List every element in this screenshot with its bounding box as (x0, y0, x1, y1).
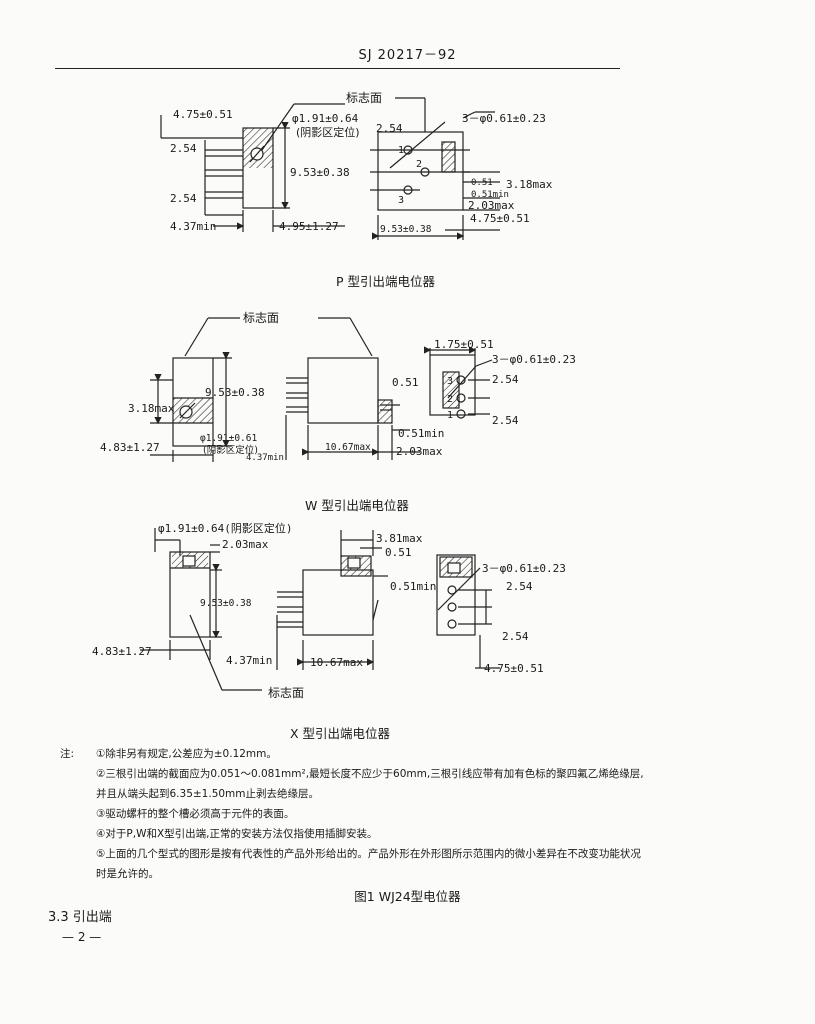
w-dim-8: 0.51 (392, 376, 419, 389)
p-dim-9: 3－φ0.61±0.23 (462, 112, 546, 125)
x-dim-4: 3.81max (376, 532, 423, 545)
x-dim-11: 2.54 (506, 580, 533, 593)
p-front-body (377, 131, 464, 211)
p-dim-8: 标志面 (346, 91, 382, 105)
p-pin-0: 1 (398, 145, 404, 156)
p-dim-14: 2.03max (468, 199, 515, 212)
p-dim-12: 3.18max (506, 178, 553, 191)
p-dim-5: 2.54 (170, 192, 197, 205)
note-item: ④对于P,W和X型引出端,正常的安装方法仅指使用插脚安装。 (96, 828, 378, 840)
x-dim-13: 4.75±0.51 (484, 662, 544, 675)
w-dim-10: 2.03max (396, 445, 443, 458)
x-end-body (436, 554, 476, 636)
note-item: ⑤上面的几个型式的图形是按有代表性的产品外形给出的。产品外形在外形图所示范围内的… (96, 848, 641, 880)
note-item: ②三根引出端的截面应为0.051～0.081mm²,最短长度不应少于60mm,三… (96, 768, 644, 800)
w-type-labels: 标志面 9.53±0.38 3.18max φ1.91±0.61 (阴影区定位)… (100, 311, 576, 463)
x-dim-7: 4.37min (226, 654, 272, 667)
w-dim-7: 10.67max (325, 442, 371, 453)
x-dim-0: φ1.91±0.64(阴影区定位) (158, 521, 292, 535)
p-dim-7: 4.95±1.27 (279, 220, 339, 233)
x-type-drawing (140, 528, 500, 691)
p-pin-2: 3 (398, 195, 404, 206)
w-dim-9: 0.51min (398, 427, 444, 440)
w-front-body (307, 357, 379, 424)
p-dim-11: 0.51 (471, 178, 493, 188)
w-dim-11: 1.75±0.51 (434, 338, 494, 351)
p-dim-6: 4.37min (170, 220, 216, 233)
w-dim-3: φ1.91±0.61 (200, 433, 257, 444)
x-dim-9: 标志面 (268, 686, 304, 700)
w-dim-12: 3－φ0.61±0.23 (492, 353, 576, 366)
w-dim-5: 4.83±1.27 (100, 441, 160, 454)
x-dim-12: 2.54 (502, 630, 529, 643)
note-item: ③驱动螺杆的整个槽必须高于元件的表面。 (96, 808, 295, 820)
x-dim-3: 4.83±1.27 (92, 645, 152, 658)
p-type-labels: 4.75±0.51 φ1.91±0.64 (阴影区定位) 2.54 9.53±0… (170, 91, 553, 235)
p-dim-16: 9.53±0.38 (380, 224, 432, 235)
p-dim-13: 0.51min (471, 190, 509, 200)
p-caption: P 型引出端电位器 (336, 274, 436, 289)
x-front-body (302, 569, 374, 636)
w-dim-2: 3.18max (128, 402, 175, 415)
p-type-drawing (160, 97, 500, 240)
p-dim-10: 2.54 (376, 122, 403, 135)
x-dim-8: 10.67max (310, 656, 363, 669)
x-dim-10: 3－φ0.61±0.23 (482, 562, 566, 575)
p-dim-3: 2.54 (170, 142, 197, 155)
x-dim-1: 2.03max (222, 538, 269, 551)
p-dim-4: 9.53±0.38 (290, 166, 350, 179)
w-pin-2: 1 (447, 410, 453, 421)
w-dim-0: 标志面 (243, 311, 279, 325)
x-dim-2: 9.53±0.38 (200, 598, 252, 609)
x-dim-5: 0.51 (385, 546, 412, 559)
w-end-body (429, 354, 476, 416)
page-number: — 2 — (62, 930, 102, 944)
w-dim-6: 4.37min (246, 453, 284, 463)
x-caption: X 型引出端电位器 (290, 726, 391, 740)
w-dim-14: 2.54 (492, 414, 519, 427)
w-pin-0: 3 (447, 376, 453, 387)
w-dim-1: 9.53±0.38 (205, 386, 265, 399)
w-caption: W 型引出端电位器 (305, 498, 409, 513)
w-dim-4: (阴影区定位) (203, 444, 258, 456)
p-dim-0: 4.75±0.51 (173, 108, 233, 121)
x-dim-6: 0.51min (390, 580, 436, 593)
p-dim-2: (阴影区定位) (296, 125, 360, 139)
header-rule (55, 68, 620, 69)
p-dim-1: φ1.91±0.64 (292, 112, 359, 125)
p-pin-1: 2 (416, 159, 422, 170)
drawing-area: 4.75±0.51 φ1.91±0.64 (阴影区定位) 2.54 9.53±0… (92, 91, 576, 740)
section-heading: 3.3 引出端 (48, 910, 112, 925)
notes-prefix: 注: (60, 748, 75, 760)
note-item: ①除非另有规定,公差应为±0.12mm。 (96, 748, 277, 760)
notes-block: 注: ①除非另有规定,公差应为±0.12mm。 ②三根引出端的截面应为0.051… (60, 744, 650, 884)
w-dim-13: 2.54 (492, 373, 519, 386)
w-type-drawing (150, 317, 493, 462)
x-type-labels: φ1.91±0.64(阴影区定位) 2.03max 9.53±0.38 4.83… (92, 521, 566, 700)
p-dim-15: 4.75±0.51 (470, 212, 530, 225)
standard-code: SJ 20217－92 (358, 48, 457, 63)
w-pin-1: 2 (447, 394, 453, 405)
figure-caption: 图1 WJ24型电位器 (354, 889, 461, 904)
